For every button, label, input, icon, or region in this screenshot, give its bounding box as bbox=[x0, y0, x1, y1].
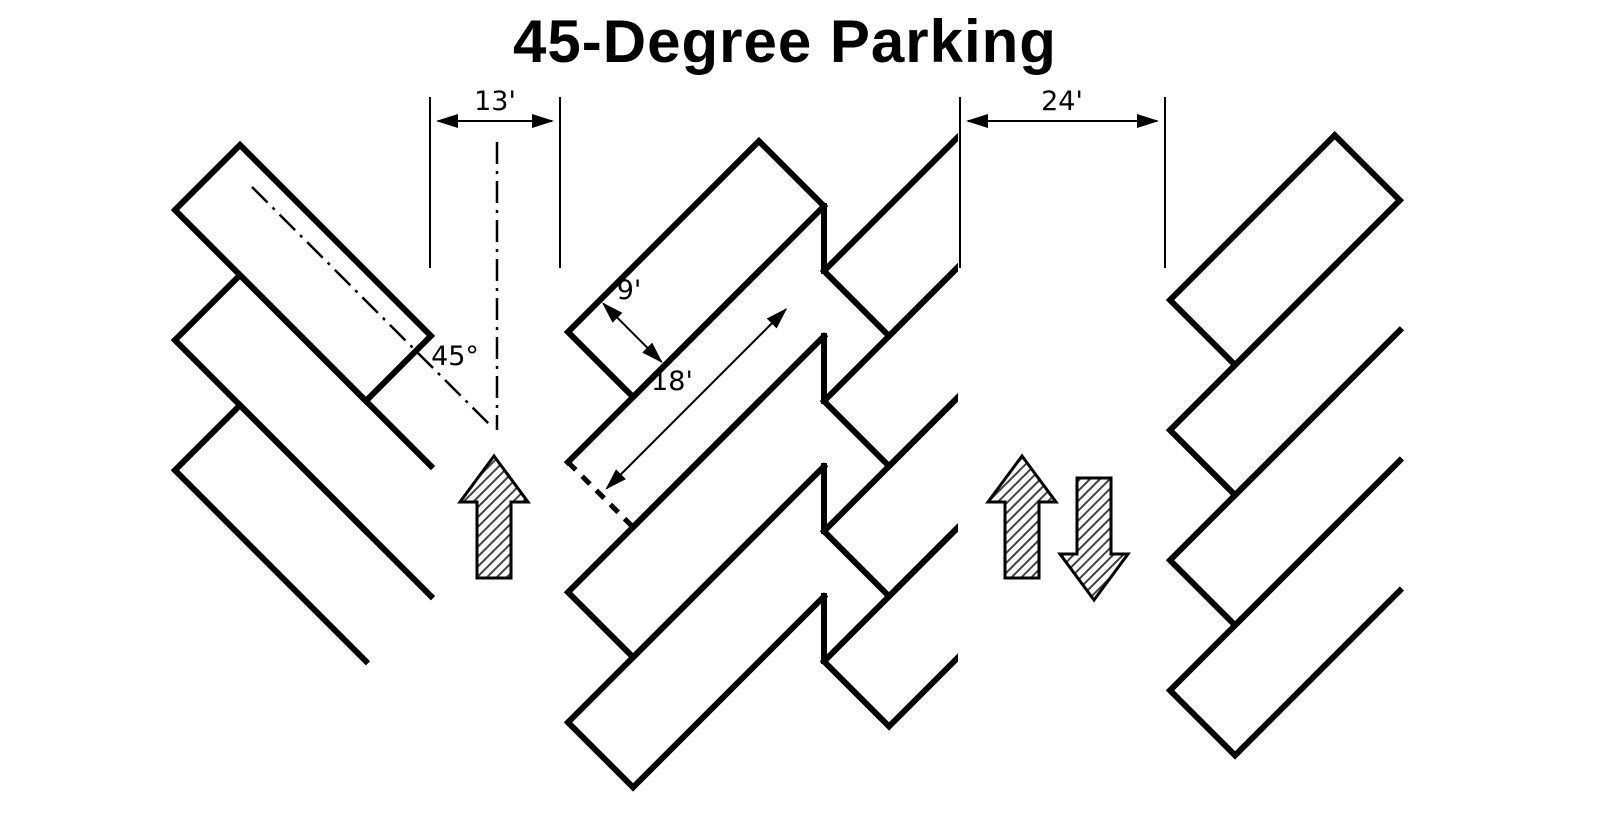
one-way-up-arrow-icon bbox=[457, 453, 531, 580]
page-title: 45-Degree Parking bbox=[513, 8, 1057, 75]
dimension-24ft-label: 24' bbox=[1041, 86, 1083, 117]
stall-width-label: 9' bbox=[617, 275, 642, 306]
extension-lines-24ft bbox=[959, 97, 1166, 268]
dimension-13ft: 13' bbox=[429, 86, 561, 268]
parking-stall bbox=[819, 515, 958, 731]
parking-stall bbox=[819, 255, 958, 471]
extension-lines-13ft bbox=[429, 97, 561, 268]
parking-row-center-left bbox=[563, 136, 829, 792]
dimension-arrow-18ft bbox=[605, 307, 788, 490]
dimension-13ft-label: 13' bbox=[474, 86, 516, 117]
centerline-diagonal bbox=[251, 186, 493, 428]
angle-label: 45° bbox=[431, 341, 479, 372]
parking-stall bbox=[1165, 521, 1405, 760]
two-way-up-arrow-icon bbox=[985, 453, 1059, 580]
parking-row-left bbox=[170, 140, 436, 666]
parking-stall bbox=[819, 125, 958, 341]
parking-stall bbox=[563, 527, 829, 792]
parking-row-right bbox=[1165, 131, 1405, 760]
parking-stall bbox=[170, 400, 436, 666]
stall-length-label: 18' bbox=[651, 366, 693, 397]
two-way-down-arrow-icon bbox=[1057, 476, 1131, 603]
dimension-24ft: 24' bbox=[959, 86, 1166, 268]
parking-stall bbox=[819, 385, 958, 601]
parking-row-center-right bbox=[819, 125, 958, 731]
dashed-stall-line bbox=[566, 460, 635, 529]
